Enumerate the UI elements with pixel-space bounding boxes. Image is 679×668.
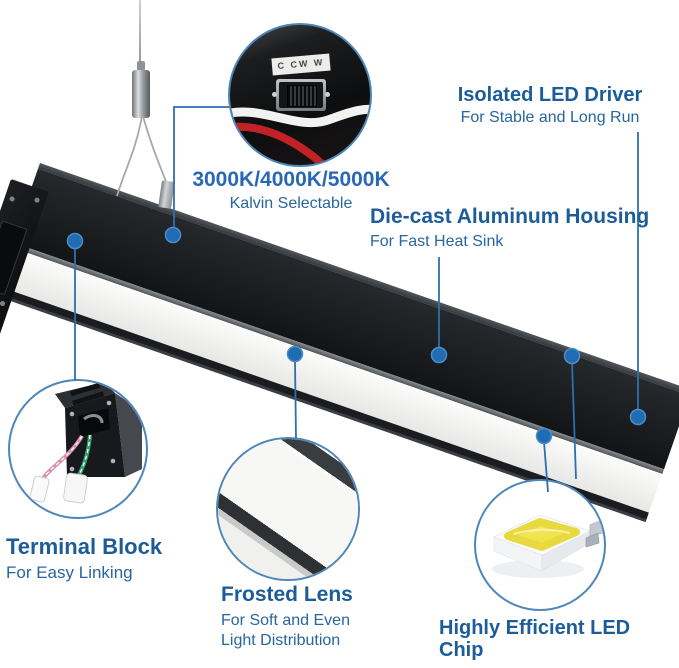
- callout-kelvin-subtitle: Kalvin Selectable: [229, 194, 353, 212]
- callout-kelvin: 3000K/4000K/5000K Kalvin Selectable: [175, 168, 407, 213]
- callout-ledchip-title: Highly Efficient LED Chip: [439, 617, 631, 662]
- callout-diecast: Die-cast Aluminum Housing For Fast Heat …: [370, 205, 649, 251]
- callout-frosted: Frosted Lens For Soft and Even Light Dis…: [221, 583, 353, 651]
- callout-circle-kelvin-switch: C CW W: [228, 23, 372, 167]
- kelvin-switch-slider: [287, 85, 317, 107]
- cable-gripper: [132, 70, 150, 118]
- callout-terminal-subtitle: For Easy Linking: [6, 562, 133, 582]
- callout-isolated: Isolated LED Driver For Stable and Long …: [436, 84, 664, 128]
- screw-icon: [0, 300, 6, 307]
- callout-circle-terminal-block: [8, 379, 148, 519]
- screw-icon: [33, 196, 41, 204]
- led-chip-photo: [492, 514, 604, 578]
- switch-screw-icon: [325, 92, 330, 97]
- callout-diecast-title: Die-cast Aluminum Housing: [370, 205, 650, 228]
- callout-isolated-title: Isolated LED Driver: [457, 84, 643, 106]
- terminal-block-photo: [29, 382, 142, 504]
- callout-diecast-subtitle: For Fast Heat Sink: [370, 232, 504, 250]
- callout-ledchip-subtitle: 100lm/W Save Energy: [439, 665, 679, 668]
- callout-circle-frosted-lens: [216, 437, 360, 581]
- callout-circle-led-chip: [474, 479, 606, 611]
- callout-frosted-subtitle-1: For Soft and Even: [221, 611, 350, 629]
- frosted-lens-photo: [218, 439, 358, 579]
- switch-screw-icon: [272, 92, 277, 97]
- callout-ledchip: Highly Efficient LED Chip 100lm/W Save E…: [439, 617, 679, 668]
- callout-isolated-subtitle: For Stable and Long Run: [460, 109, 640, 127]
- suspension-cable: [139, 0, 141, 70]
- callout-kelvin-title: 3000K/4000K/5000K: [192, 168, 390, 191]
- callout-frosted-subtitle-2: Light Distribution: [221, 631, 341, 649]
- callout-terminal-title: Terminal Block: [6, 534, 163, 559]
- callout-terminal: Terminal Block For Easy Linking: [6, 534, 163, 583]
- switch-wires-photo: [230, 104, 370, 165]
- screw-icon: [8, 195, 16, 203]
- cable-gripper-tip: [137, 61, 145, 72]
- callout-frosted-title: Frosted Lens: [221, 583, 353, 606]
- cable-gripper-small: [158, 180, 175, 209]
